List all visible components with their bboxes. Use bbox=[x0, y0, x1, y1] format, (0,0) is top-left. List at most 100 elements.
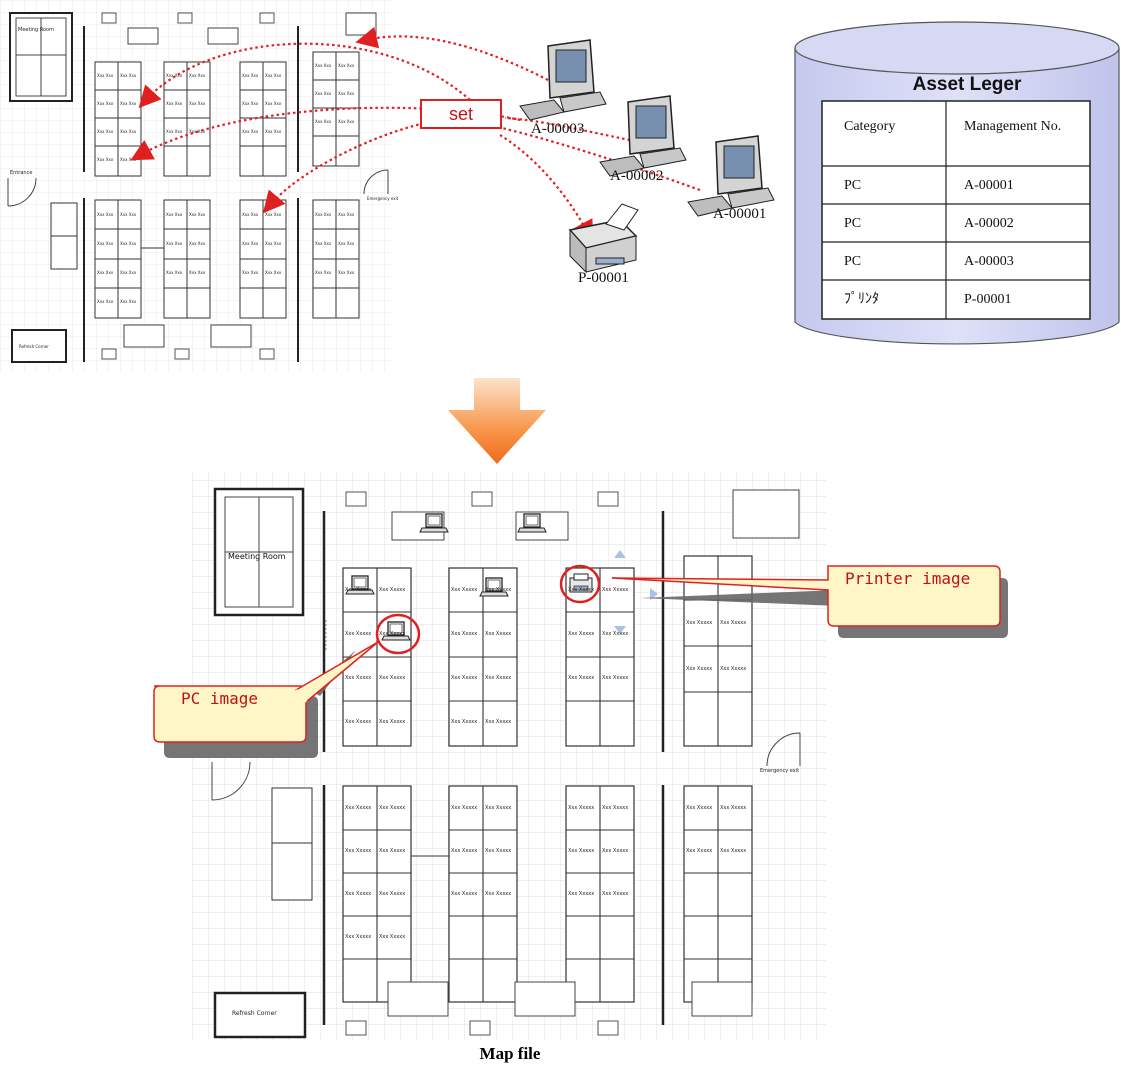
desk-label: Xxx Xxxxx bbox=[568, 804, 595, 811]
ledger-title: Asset Leger bbox=[912, 74, 1022, 95]
desk-label: Xxx Xxx bbox=[315, 240, 332, 246]
ledger-row-4-category: ﾌﾟﾘﾝﾀ bbox=[844, 292, 879, 307]
pc-image-icon-5 bbox=[381, 621, 411, 641]
desk-label: Xxx Xxx bbox=[120, 240, 137, 246]
desk-label: Xxx Xxxxx bbox=[485, 719, 512, 725]
desk-label: Xxx Xxx bbox=[189, 269, 206, 275]
desk-label: Xxx Xxxxx bbox=[720, 666, 747, 672]
ledger-row-4-number: P-00001 bbox=[964, 292, 1012, 307]
bottom-emergency-exit-label: Emergency exit bbox=[760, 768, 800, 774]
desk-label: Xxx Xxx bbox=[265, 269, 282, 275]
top-refresh-corner-label: Refresh Corner bbox=[19, 344, 49, 349]
desk-label: Xxx Xxxxx bbox=[345, 847, 372, 854]
desk-label: Xxx Xxxxx bbox=[379, 587, 406, 593]
desk-label: Xxx Xxxxx bbox=[568, 890, 595, 897]
desk-label: Xxx Xxxxx bbox=[686, 666, 713, 672]
desk-label: Xxx Xxx bbox=[97, 129, 114, 134]
pc-a00003-icon bbox=[519, 39, 607, 121]
desk-label: Xxx Xxxxx bbox=[345, 631, 372, 637]
pc-a00003-label: A-00003 bbox=[531, 121, 585, 137]
ledger-row-3-category: PC bbox=[844, 254, 862, 269]
desk-label: Xxx Xxxxx bbox=[345, 719, 372, 725]
desk-label: Xxx Xxx bbox=[265, 211, 282, 217]
top-meeting-room-label: Meeting Room bbox=[18, 27, 54, 33]
top-entrance-label: Entrance bbox=[10, 170, 33, 176]
desk-label: Xxx Xxxxx bbox=[345, 804, 372, 811]
pc-a00002-label: A-00002 bbox=[610, 168, 664, 184]
map-file-caption: Map file bbox=[479, 1044, 541, 1063]
ledger-row-3-number: A-00003 bbox=[964, 254, 1014, 269]
desk-label: Xxx Xxx bbox=[315, 119, 332, 124]
desk-label: Xxx Xxxxx bbox=[379, 631, 406, 637]
desk-label: Xxx Xxx bbox=[189, 73, 206, 78]
desk-label: Xxx Xxxxx bbox=[568, 675, 595, 681]
desk-label: Xxx Xxxxx bbox=[602, 890, 629, 897]
printer-p00001-label: P-00001 bbox=[578, 270, 629, 286]
ledger-header-category: Category bbox=[844, 119, 896, 134]
desk-label: Xxx Xxx bbox=[315, 91, 332, 96]
desk-label: Xxx Xxxxx bbox=[451, 587, 478, 593]
desk-label: Xxx Xxx bbox=[338, 269, 355, 275]
desk-label: Xxx Xxxxx bbox=[345, 587, 372, 593]
desk-label: Xxx Xxxxx bbox=[686, 804, 713, 811]
desk-label: Xxx Xxxxx bbox=[379, 804, 406, 811]
desk-label: Xxx Xxx bbox=[265, 240, 282, 246]
pc-image-icon-4 bbox=[479, 577, 509, 597]
pc-image-callout: PC image bbox=[181, 689, 259, 708]
printer-p00001-icon bbox=[568, 203, 639, 274]
desk-label: Xxx Xxxxx bbox=[602, 587, 629, 593]
desk-label: Xxx Xxx bbox=[338, 91, 355, 96]
desk-label: Xxx Xxx bbox=[97, 73, 114, 78]
desk-label: Xxx Xxx bbox=[97, 240, 114, 246]
desk-label: Xxx Xxx bbox=[315, 211, 332, 217]
desk-label: Xxx Xxxxx bbox=[568, 587, 595, 593]
pc-a00001-icon bbox=[687, 135, 775, 217]
desk-label: Xxx Xxx bbox=[242, 211, 259, 217]
bottom-meeting-room-label: Meeting Room bbox=[228, 552, 286, 561]
desk-label: Xxx Xxx bbox=[242, 240, 259, 246]
desk-label: Xxx Xxxxx bbox=[345, 890, 372, 897]
desk-label: Xxx Xxx bbox=[97, 269, 114, 275]
desk-label: Xxx Xxx bbox=[242, 269, 259, 275]
set-label: set bbox=[420, 99, 502, 129]
desk-label: Xxx Xxx bbox=[265, 129, 282, 134]
desk-label: Xxx Xxxxx bbox=[602, 847, 629, 854]
desk-label: Xxx Xxxxx bbox=[379, 933, 406, 940]
desk-label: Xxx Xxx bbox=[265, 73, 282, 78]
desk-label: Xxx Xxx bbox=[97, 157, 114, 162]
ledger-row-2-number: A-00002 bbox=[964, 216, 1014, 231]
desk-label: Xxx Xxx bbox=[120, 298, 137, 304]
desk-label: Xxx Xxxxx bbox=[686, 620, 713, 626]
pc-image-icon-2 bbox=[517, 513, 547, 533]
desk-label: Xxx Xxx bbox=[242, 73, 259, 78]
desk-label: Xxx Xxxxx bbox=[451, 804, 478, 811]
desk-label: Xxx Xxx bbox=[166, 211, 183, 217]
desk-label: Xxx Xxxxx bbox=[720, 804, 747, 811]
desk-label: Xxx Xxx bbox=[189, 240, 206, 246]
desk-label: Xxx Xxx bbox=[338, 119, 355, 124]
desk-label: Xxx Xxx bbox=[338, 240, 355, 246]
desk-label: Xxx Xxx bbox=[97, 101, 114, 106]
desk-label: Xxx Xxxxx bbox=[686, 847, 713, 854]
desk-label: Xxx Xxxxx bbox=[451, 847, 478, 854]
desk-label: Xxx Xxxxx bbox=[602, 675, 629, 681]
desk-label: Xxx Xxxxx bbox=[379, 719, 406, 725]
desk-label: Xxx Xxxxx bbox=[451, 719, 478, 725]
pc-image-icon-3 bbox=[345, 575, 375, 595]
desk-label: Xxx Xxx bbox=[97, 298, 114, 304]
desk-label: Xxx Xxx bbox=[265, 101, 282, 106]
desk-label: Xxx Xxx bbox=[315, 63, 332, 68]
desk-label: Xxx Xxx bbox=[338, 63, 355, 68]
desk-label: Xxx Xxx bbox=[315, 269, 332, 275]
bottom-refresh-corner-label: Refresh Corner bbox=[232, 1010, 277, 1017]
desk-label: Xxx Xxxxx bbox=[568, 631, 595, 637]
desk-label: Xxx Xxx bbox=[242, 101, 259, 106]
desk-label: Xxx Xxxxx bbox=[451, 890, 478, 897]
desk-label: Xxx Xxxxx bbox=[379, 847, 406, 854]
desk-label: Xxx Xxxxx bbox=[602, 804, 629, 811]
